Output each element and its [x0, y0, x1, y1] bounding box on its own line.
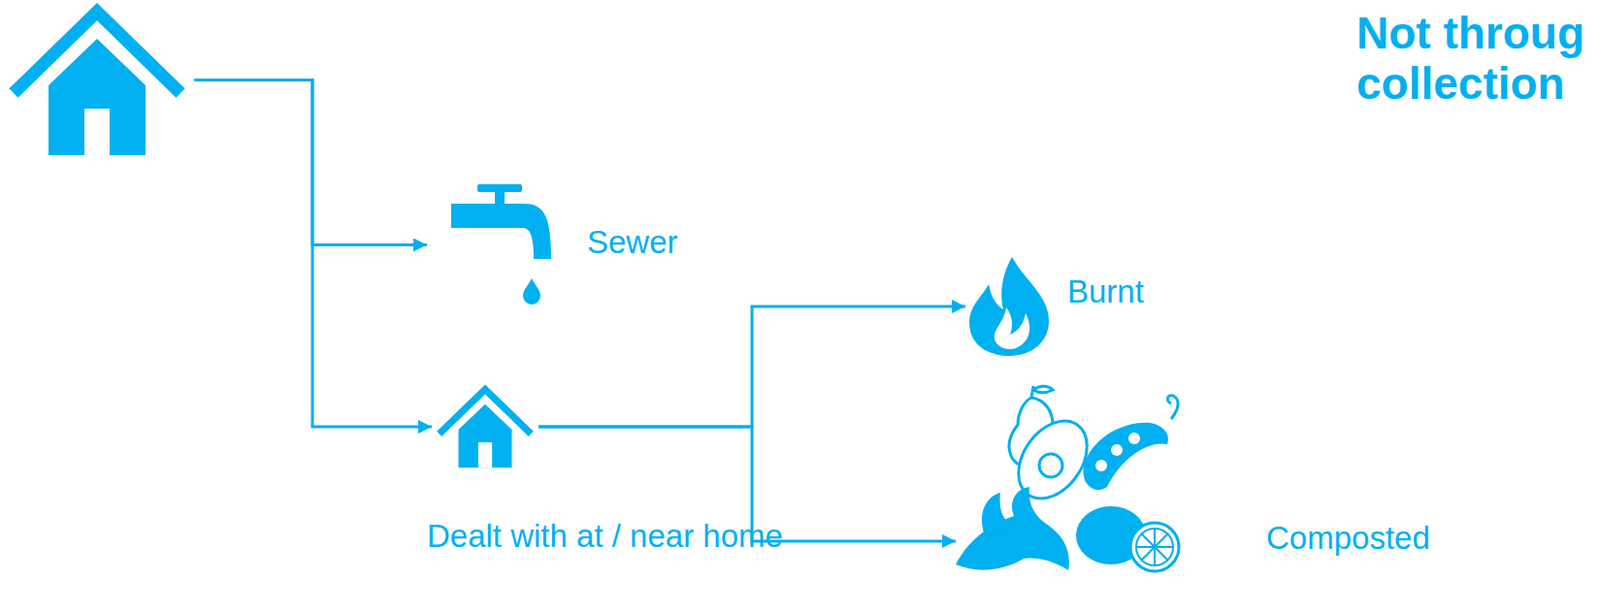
compost-illustration — [955, 386, 1179, 572]
tap-spout — [451, 203, 552, 260]
citrus-segment — [1142, 534, 1155, 548]
pea-tendril — [1167, 395, 1178, 420]
citrus-segment — [1154, 546, 1174, 549]
destination-node: Sewer — [426, 179, 558, 311]
leaf-greens — [955, 487, 1070, 571]
house-body — [48, 38, 146, 156]
pea-pod — [1082, 423, 1169, 490]
flame-shape — [969, 257, 1049, 357]
house-door — [84, 108, 110, 156]
tap-icon — [426, 179, 558, 311]
citrus-segment — [1153, 547, 1156, 566]
pea — [1110, 444, 1123, 457]
flame-icon — [965, 257, 1053, 357]
flame-inner — [994, 307, 1030, 350]
house-door — [478, 442, 492, 468]
node-label: Sewer — [587, 225, 679, 261]
citrus-rind — [1136, 528, 1174, 566]
compost-icon — [955, 380, 1184, 575]
destination-node: Dealt with at / near home — [431, 383, 539, 471]
house-icon — [431, 383, 539, 471]
destination-node: Composted — [955, 380, 1184, 575]
citrus-segment — [1153, 528, 1156, 548]
flow-connector — [538, 306, 966, 427]
house-body — [458, 404, 513, 468]
citrus-segment — [1142, 547, 1155, 560]
avocado-pit — [1039, 454, 1063, 478]
destination-node: Burnt — [965, 257, 1053, 357]
diagram-title: Not throug collection — [1356, 7, 1600, 109]
pea — [1095, 459, 1108, 472]
flow-connector — [194, 80, 432, 428]
citrus-slice — [1130, 522, 1179, 572]
tap-stem — [494, 184, 505, 206]
house-icon — [0, 0, 195, 161]
pear-stem — [1031, 386, 1053, 398]
node-label: Burnt — [1067, 274, 1144, 310]
node-label: Dealt with at / near home — [426, 519, 784, 555]
node-label: Composted — [1266, 521, 1431, 556]
citrus-segment — [1154, 547, 1168, 560]
pea — [1128, 432, 1141, 445]
citrus-segment — [1154, 534, 1168, 548]
source-house — [0, 0, 195, 161]
citrus-segment — [1136, 546, 1155, 549]
flow-connector — [194, 80, 427, 246]
leaf — [981, 492, 1014, 536]
water-drop — [522, 278, 541, 305]
